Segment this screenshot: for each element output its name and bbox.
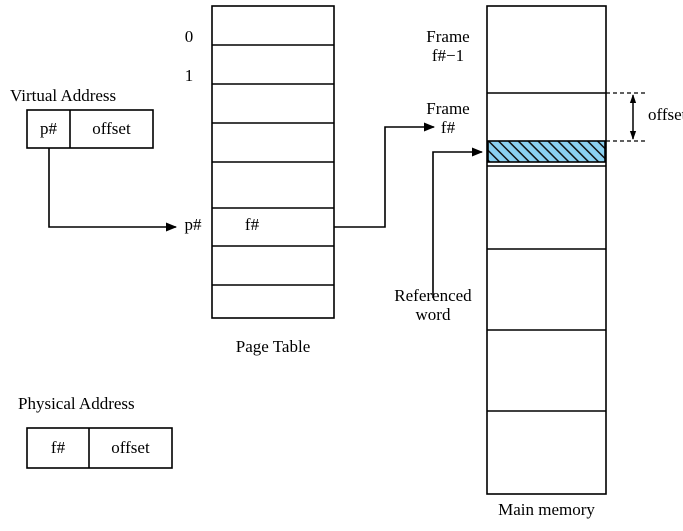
virtual-address-field-page-number: p# — [40, 119, 57, 138]
physical-address-caption: Physical Address — [18, 394, 135, 413]
page-table-entry-frame-number: f# — [244, 215, 260, 234]
virtual-address-caption: Virtual Address — [10, 86, 117, 105]
offset-bracket-label: offset — [648, 105, 683, 124]
pagetable-to-memory-arrow — [334, 122, 436, 228]
physical-address-box — [26, 427, 173, 469]
referenced-word-arrow — [432, 147, 484, 298]
main-memory-caption: Main memory — [498, 500, 595, 519]
physical-address-field-frame-number: f# — [50, 438, 66, 457]
page-table-caption: Page Table — [235, 337, 311, 356]
page-table-index-0: 0 — [184, 27, 194, 46]
virtual-to-pagetable-arrow — [48, 148, 178, 232]
main-memory-frame-above-label: Frame f#−1 — [426, 27, 470, 66]
page-table-pointer-label: p# — [184, 215, 202, 234]
virtual-address-field-offset: offset — [92, 119, 131, 138]
offset-bracket — [606, 92, 645, 142]
physical-address-field-offset: offset — [111, 438, 150, 457]
referenced-word-label: Referenced word — [394, 286, 472, 325]
main-memory-grid — [486, 5, 607, 495]
referenced-word-highlight — [487, 140, 606, 163]
virtual-address-box — [26, 109, 154, 149]
main-memory-frame-current-label: Frame f# — [426, 99, 470, 138]
page-table-index-1: 1 — [184, 66, 194, 85]
page-table-grid — [211, 5, 335, 319]
